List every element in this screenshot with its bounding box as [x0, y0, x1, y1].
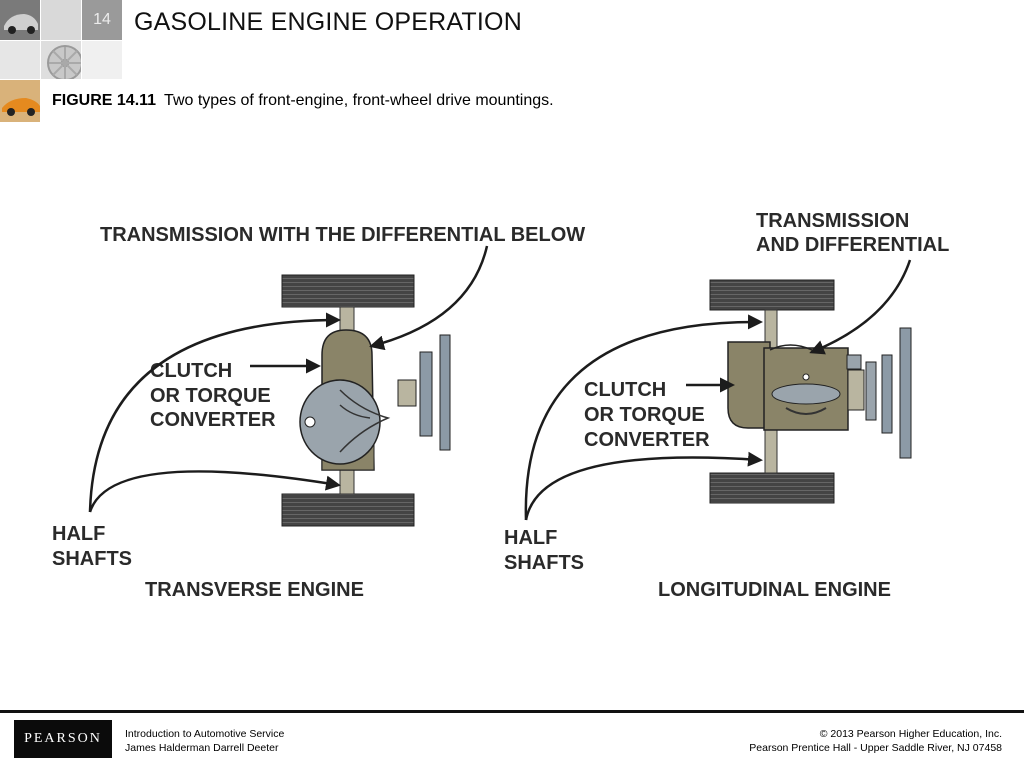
left-converter-hub	[304, 416, 316, 428]
left-half-shafts-label-1: HALF	[52, 523, 105, 545]
left-linkage-bar-a	[419, 351, 433, 437]
right-transmission-arrow	[809, 259, 912, 355]
car-thumbnail	[0, 0, 40, 40]
header-thumbnails	[0, 0, 126, 122]
left-half-shaft-arrow-lower	[88, 470, 341, 513]
gauge-thumbnail	[82, 41, 122, 79]
right-half-shafts-label-1: HALF	[504, 527, 557, 549]
left-clutch-label-2: OR TORQUE	[150, 385, 271, 407]
figure-caption-text: Two types of front-engine, front-wheel d…	[164, 92, 554, 109]
slide-title: GASOLINE ENGINE OPERATION	[134, 8, 522, 36]
right-half-shaft-arrow-upper	[524, 314, 763, 521]
right-clutch-label-3: CONVERTER	[584, 429, 710, 451]
right-gear-detail	[785, 407, 827, 415]
wheel-thumbnail	[41, 41, 81, 79]
right-half-shaft-arrow-lower	[524, 451, 763, 521]
left-converter-vanes	[339, 389, 391, 453]
right-rear-tire	[709, 472, 835, 504]
right-engine-name: LONGITUDINAL ENGINE	[658, 579, 891, 601]
sports-car-thumbnail	[0, 80, 40, 122]
right-output-shaft	[847, 369, 865, 411]
left-transmission-arrow	[369, 245, 489, 351]
right-half-shafts-label-2: SHAFTS	[504, 552, 584, 574]
footer-book-info: Introduction to Automotive Service James…	[125, 727, 284, 755]
figure-label: FIGURE 14.11	[52, 92, 157, 109]
left-clutch-label-3: CONVERTER	[150, 409, 276, 431]
left-shift-linkage	[397, 379, 417, 407]
left-rear-tire	[281, 493, 415, 527]
right-clutch-label-2: OR TORQUE	[584, 404, 705, 426]
right-linkage-bar-c	[899, 327, 912, 459]
book-authors: James Halderman Darrell Deeter	[125, 742, 279, 754]
right-linkage-block	[846, 354, 862, 370]
right-linkage-bar-b	[881, 354, 893, 434]
left-half-shafts-label-2: SHAFTS	[52, 548, 132, 570]
left-front-tire	[281, 274, 415, 308]
left-engine-name: TRANSVERSE ENGINE	[145, 579, 364, 601]
publisher-text: Pearson Prentice Hall - Upper Saddle Riv…	[749, 742, 1002, 754]
right-ring-gear	[771, 383, 841, 405]
right-clutch-label-1: CLUTCH	[584, 379, 666, 401]
engine-thumbnail	[41, 0, 81, 40]
right-top-label-1: TRANSMISSION	[756, 210, 909, 232]
left-clutch-label-1: CLUTCH	[150, 360, 232, 382]
pearson-logo: PEARSON	[14, 720, 112, 758]
right-differential-cover	[769, 344, 813, 351]
blank-thumbnail	[0, 41, 40, 79]
right-gear-hub	[802, 373, 810, 381]
left-half-shaft-arrow-upper	[88, 312, 341, 513]
footer-divider	[0, 710, 1024, 713]
right-front-tire	[709, 279, 835, 311]
left-top-label: TRANSMISSION WITH THE DIFFERENTIAL BELOW	[100, 224, 585, 246]
right-bellhousing	[727, 341, 771, 429]
right-linkage-bar-a	[865, 361, 877, 421]
figure-caption: FIGURE 14.11 Two types of front-engine, f…	[52, 92, 554, 110]
book-title: Introduction to Automotive Service	[125, 728, 285, 740]
drive-mountings-diagram: TRANSMISSION WITH THE DIFFERENTIAL BELOW…	[52, 210, 949, 601]
chapter-number: 14	[82, 0, 122, 40]
right-top-label-2: AND DIFFERENTIAL	[756, 234, 949, 256]
footer-copyright: © 2013 Pearson Higher Education, Inc. Pe…	[749, 727, 1002, 755]
copyright-text: © 2013 Pearson Higher Education, Inc.	[819, 728, 1002, 740]
left-linkage-bar-b	[439, 334, 451, 451]
